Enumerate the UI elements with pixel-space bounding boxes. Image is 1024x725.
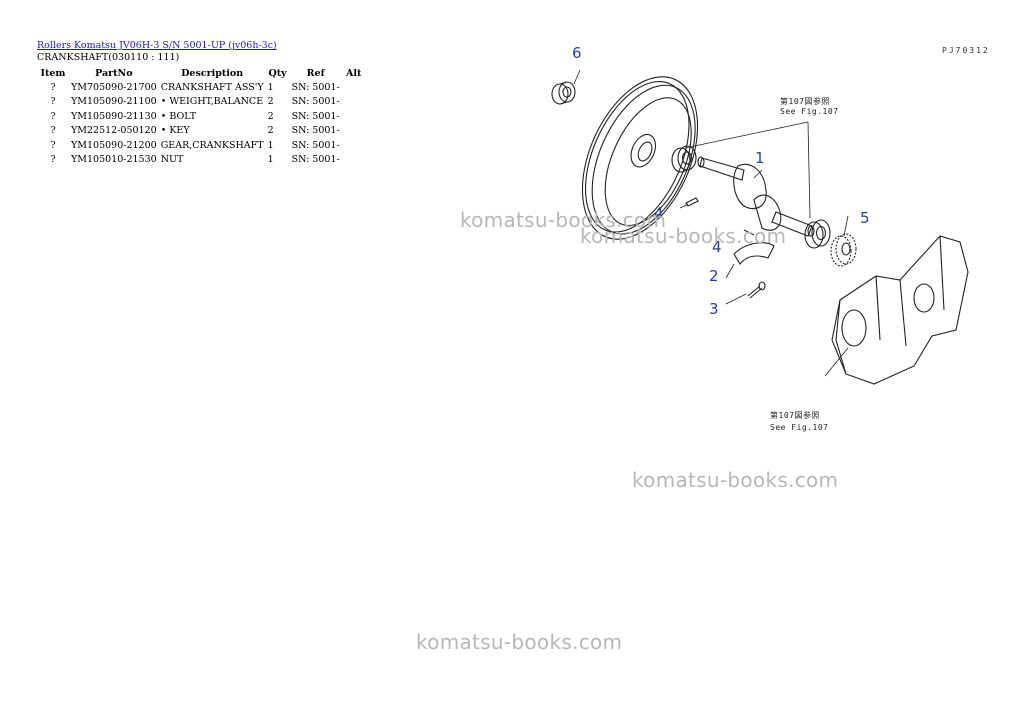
cell-partno: YM22512-050120 <box>71 125 157 137</box>
cell-item: ? <box>50 81 56 93</box>
cell-alt <box>342 138 366 153</box>
cell-description: • BOLT <box>160 110 197 122</box>
cell-qty: 2 <box>267 110 274 122</box>
col-item: Item <box>40 67 66 79</box>
callout-3: 3 <box>709 300 719 318</box>
cell-item: ? <box>50 125 56 137</box>
engine-housing-drawing <box>831 235 969 385</box>
col-partno: PartNo <box>95 67 133 79</box>
figure-code: PJ70312 <box>942 46 990 55</box>
crankshaft-part-1 <box>697 156 815 237</box>
cell-alt <box>342 124 366 139</box>
cell-qty: 1 <box>267 81 274 93</box>
weight-balance-part-2 <box>733 229 775 265</box>
cell-ref: SN: 5001- <box>291 154 340 166</box>
table-row: ? YM22512-050120 • KEY 2 SN: 5001- <box>37 124 366 139</box>
key-part-4 <box>685 197 699 207</box>
cell-item: ? <box>50 154 56 166</box>
model-link[interactable]: Rollers Komatsu JV06H-3 S/N 5001-UP (jv0… <box>37 40 277 51</box>
table-row: ? YM105090-21200 GEAR,CRANKSHAFT 1 SN: 5… <box>37 138 366 153</box>
cell-qty: 1 <box>267 139 274 151</box>
col-description: Description <box>181 67 244 79</box>
cell-alt <box>342 80 366 95</box>
cell-description: NUT <box>160 154 184 166</box>
cell-ref: SN: 5001- <box>291 125 340 137</box>
table-header-row: Item PartNo Description Qty Ref Alt <box>37 66 366 80</box>
gear-part-5 <box>830 233 857 267</box>
cell-ref: SN: 5001- <box>291 139 340 151</box>
col-alt: Alt <box>346 67 362 79</box>
table-row: ? YM105090-21130 • BOLT 2 SN: 5001- <box>37 109 366 124</box>
callout-2: 2 <box>709 267 719 285</box>
callout-6: 6 <box>572 44 582 62</box>
cell-alt <box>342 153 366 168</box>
callout-4b: 4 <box>712 238 722 256</box>
cell-description: • KEY <box>160 125 190 137</box>
cell-partno: YM105090-21100 <box>71 96 157 108</box>
table-row: ? YM105090-21100 • WEIGHT,BALANCE 2 SN: … <box>37 95 366 110</box>
watermark-3: komatsu-books.com <box>632 468 839 492</box>
parts-table: Item PartNo Description Qty Ref Alt ? YM… <box>37 66 366 167</box>
cell-description: • WEIGHT,BALANCE <box>160 96 264 108</box>
cell-partno: YM105090-21130 <box>71 110 157 122</box>
flywheel-drawing <box>581 76 699 240</box>
cell-item: ? <box>50 139 56 151</box>
cell-qty: 2 <box>267 125 274 137</box>
cell-partno: YM105090-21200 <box>71 139 157 151</box>
crankshaft-exploded-diagram: 6 1 4 4 2 3 5 第107図参照 See Fig.107 第107図参… <box>551 44 969 432</box>
ref-bottom-en: See Fig.107 <box>770 423 828 432</box>
cell-ref: SN: 5001- <box>291 96 340 108</box>
table-row: ? YM105010-21530 NUT 1 SN: 5001- <box>37 153 366 168</box>
cell-description: GEAR,CRANKSHAFT <box>160 139 264 151</box>
cell-description: CRANKSHAFT ASS'Y <box>160 81 264 93</box>
cell-ref: SN: 5001- <box>291 110 340 122</box>
bearing-right <box>804 219 831 249</box>
watermark-1: komatsu-books.com <box>460 208 667 232</box>
cell-item: ? <box>50 96 56 108</box>
cell-item: ? <box>50 110 56 122</box>
bearing-part-6 <box>551 81 576 105</box>
document-header: Rollers Komatsu JV06H-3 S/N 5001-UP (jv0… <box>37 40 277 64</box>
cell-qty: 1 <box>267 154 274 166</box>
section-title: CRANKSHAFT(030110 : 111) <box>37 52 180 63</box>
cell-alt <box>342 95 366 110</box>
callout-1: 1 <box>755 149 765 167</box>
leader-lines <box>573 69 849 377</box>
bearing-left <box>671 145 697 173</box>
watermark-2: komatsu-books.com <box>580 224 787 248</box>
table-row: ? YM705090-21700 CRANKSHAFT ASS'Y 1 SN: … <box>37 80 366 95</box>
cell-alt <box>342 109 366 124</box>
ref-top-jp: 第107図参照 <box>780 96 830 106</box>
cell-ref: SN: 5001- <box>291 81 340 93</box>
watermark-4: komatsu-books.com <box>416 630 623 654</box>
cell-partno: YM705090-21700 <box>71 81 157 93</box>
bolt-part-3 <box>747 281 766 299</box>
callout-5: 5 <box>860 209 870 227</box>
ref-bottom-jp: 第107図参照 <box>770 410 820 420</box>
cell-partno: YM105010-21530 <box>71 154 157 166</box>
col-ref: Ref <box>306 67 325 79</box>
col-qty: Qty <box>268 67 287 79</box>
ref-top-en: See Fig.107 <box>780 107 838 116</box>
callout-4a: 4 <box>654 204 664 222</box>
cell-qty: 2 <box>267 96 274 108</box>
